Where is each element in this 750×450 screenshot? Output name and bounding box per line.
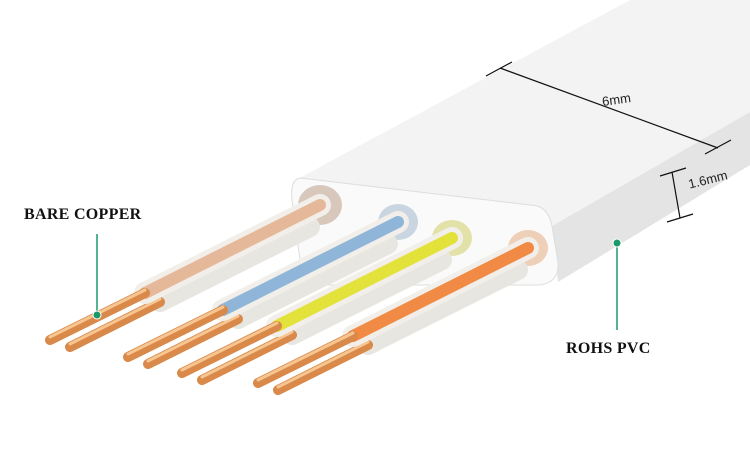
copper-highlight <box>126 305 225 356</box>
copper-highlight <box>276 340 370 389</box>
copper-highlight <box>180 321 279 372</box>
white-insulated-wire <box>150 217 320 312</box>
width-dimension <box>485 61 732 155</box>
rohs-pvc-dot <box>612 238 622 248</box>
colored-core-insulation <box>347 242 534 342</box>
colored-core-insulation <box>217 216 404 316</box>
bare-copper-strands <box>123 305 228 362</box>
cable-top-face <box>292 0 750 226</box>
bare-copper-label: BARE COPPER <box>24 206 142 223</box>
thickness-dimension <box>659 167 694 223</box>
copper-highlight <box>68 297 162 346</box>
bare-copper-strands <box>197 330 297 385</box>
bare-copper-strands <box>65 297 165 352</box>
colored-core-insulation <box>139 199 326 299</box>
copper-highlight <box>146 314 240 363</box>
copper-highlight <box>256 331 355 382</box>
colored-core-insulation <box>271 232 458 332</box>
bare-copper-strands <box>253 331 358 388</box>
bare-copper-strands <box>273 340 373 395</box>
bare-copper-dot <box>92 310 102 320</box>
bare-copper-strands <box>177 321 282 378</box>
cable-side-face <box>552 112 750 282</box>
bare-copper-strands <box>143 314 243 369</box>
white-insulated-wire <box>358 260 528 355</box>
copper-highlight <box>200 330 294 379</box>
white-insulated-wire <box>228 234 398 329</box>
white-insulated-wire <box>282 250 452 345</box>
rohs-pvc-label: ROHS PVC <box>566 340 651 357</box>
